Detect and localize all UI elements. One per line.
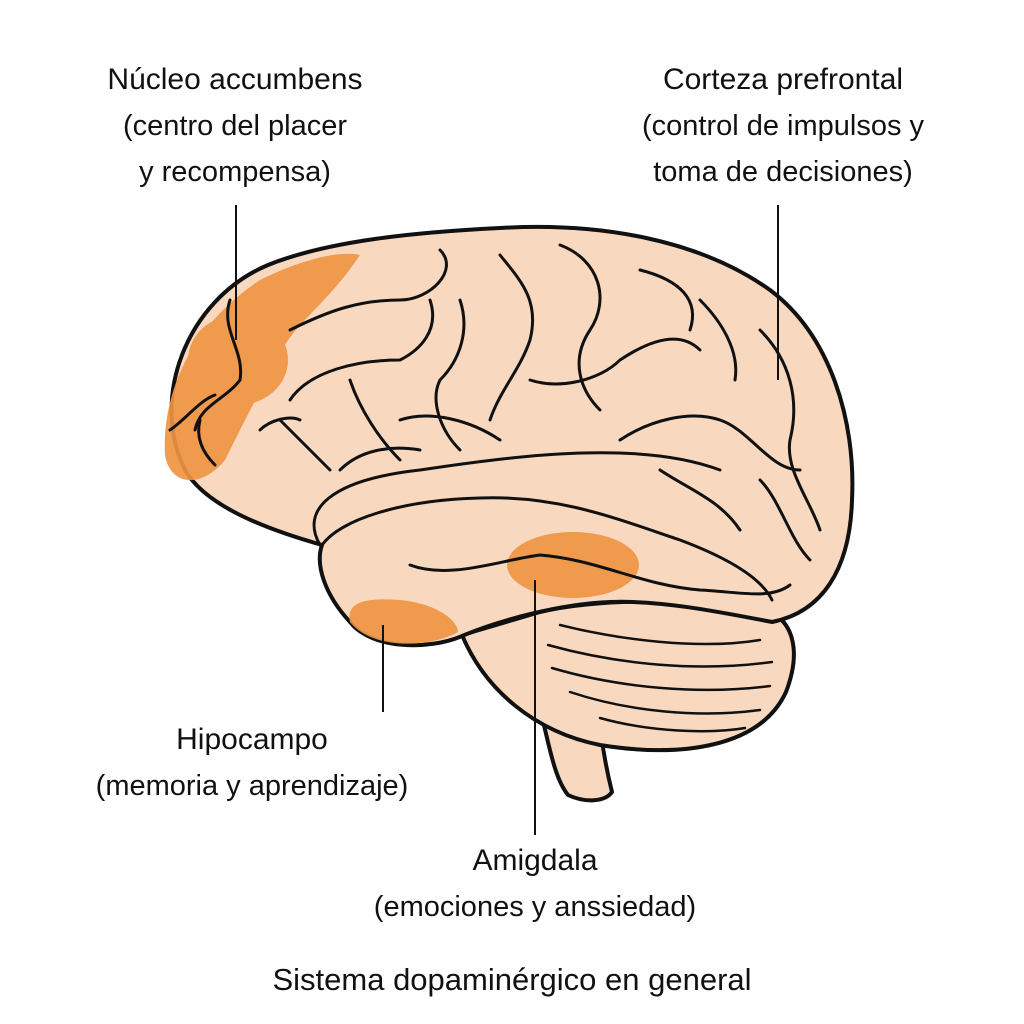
highlight-hippocampus [349, 599, 458, 644]
label-desc: (control de impulsos y [641, 110, 925, 142]
label-desc: toma de decisiones) [653, 156, 913, 188]
label-title: Hipocampo [176, 723, 328, 756]
label-desc: (emociones y anssiedad) [373, 891, 697, 923]
label-desc: y recompensa) [139, 156, 331, 188]
label-title: Corteza prefrontal [662, 63, 904, 96]
label-title: Núcleo accumbens [107, 63, 363, 96]
label-prefrontal-cortex: Corteza prefrontal (control de impulsos … [563, 57, 1003, 195]
label-amygdala: Amigdala (emociones y anssiedad) [335, 838, 735, 930]
label-hippocampus: Hipocampo (memoria y aprendizaje) [52, 717, 452, 809]
label-title: Amigdala [472, 844, 598, 877]
highlight-amygdala [507, 532, 639, 598]
label-nucleus-accumbens: Núcleo accumbens (centro del placer y re… [35, 57, 435, 195]
label-desc: (memoria y aprendizaje) [95, 770, 409, 802]
label-desc: (centro del placer [122, 110, 348, 142]
diagram-caption: Sistema dopaminérgico en general [272, 962, 752, 997]
